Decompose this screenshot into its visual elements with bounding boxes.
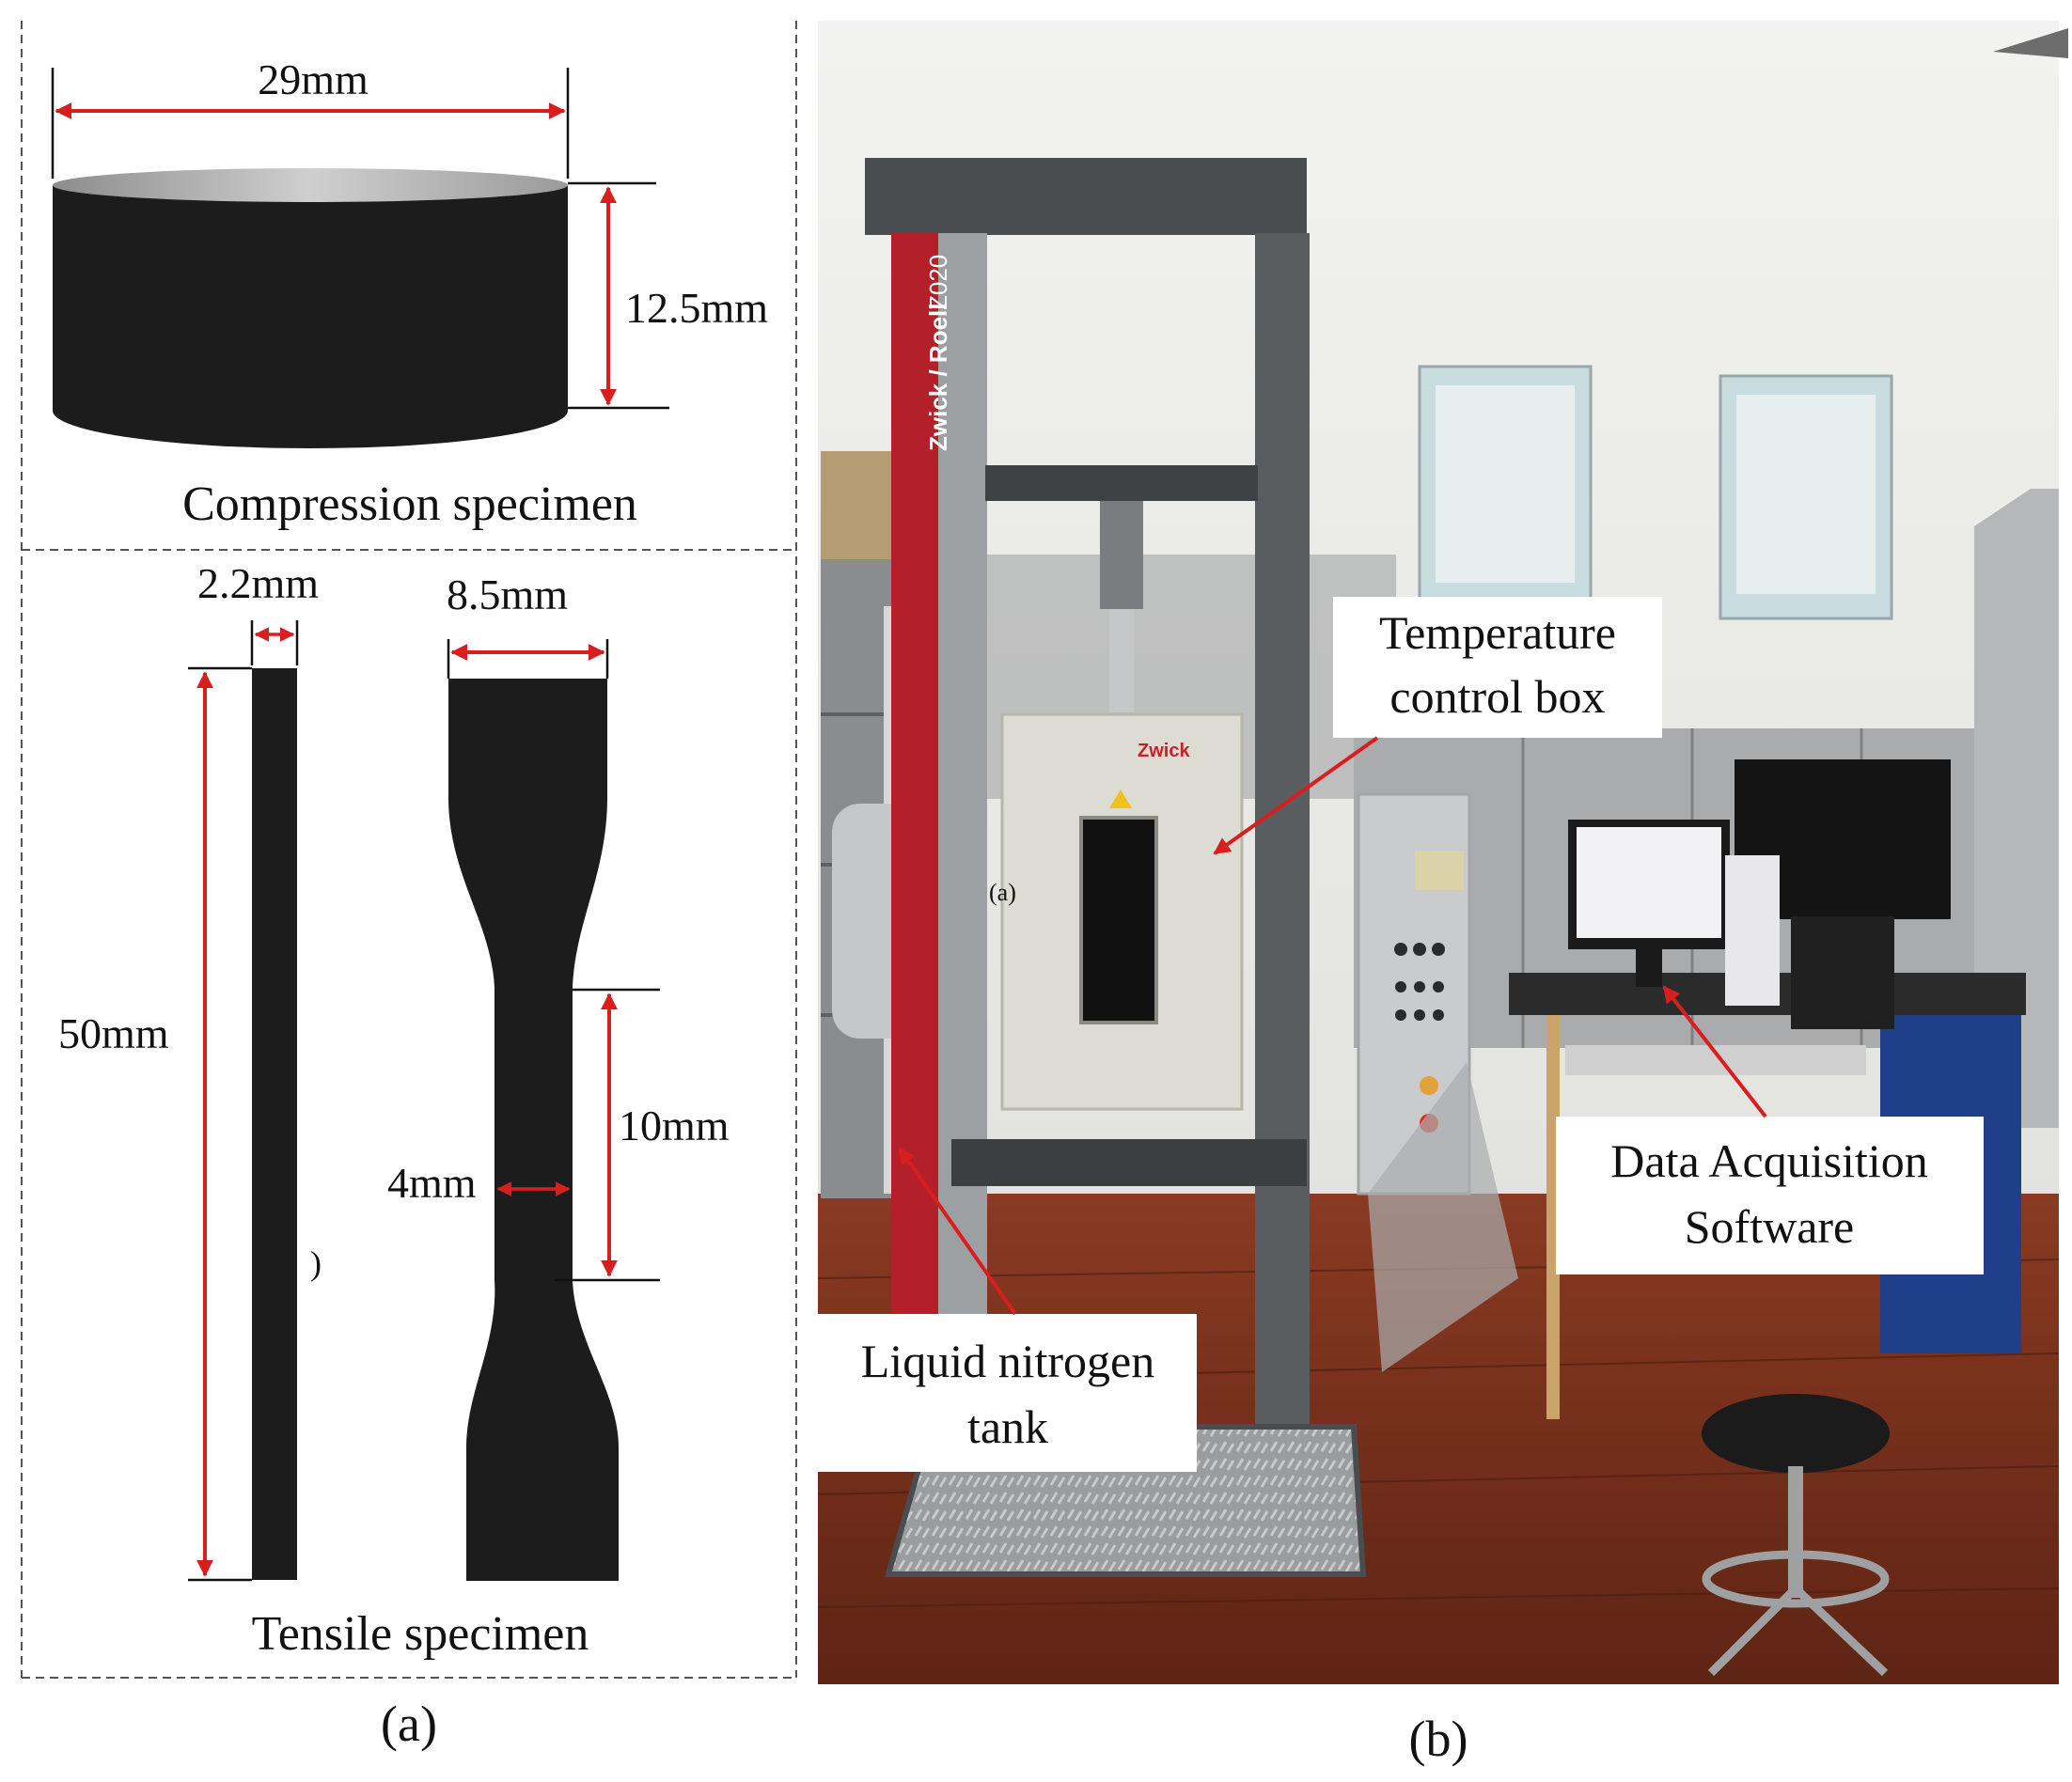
wall-poster-2 [1719,374,1893,620]
wall-poster-1 [1418,365,1593,608]
left-column-rail [938,233,987,1427]
gauge-length-label: 10mm [619,1102,730,1149]
model-text: Z020 [924,255,952,310]
pointer-temperature [1213,736,1379,855]
cardboard-box [821,451,896,559]
machine-top-crosshead [865,158,1307,235]
load-cell [1100,501,1143,609]
panel-b: Zwick / Roell Z020 Zwick (a) Temperature… [816,21,2068,1684]
lower-crosshead [951,1139,1307,1186]
diameter-label: 29mm [258,55,369,103]
stray-label: (a) [989,879,1016,906]
compression-caption: Compression specimen [182,477,637,531]
panel-a-frames [21,21,797,1679]
callout-software-line2: Software [1685,1200,1855,1253]
panel-a: 29mm 12.5mm Compression specimen 2.2mm 8… [21,21,797,1752]
side-machine [1974,489,2059,1128]
pointer-software [1662,985,1767,1118]
callout-nitrogen-tank: Liquid nitrogen tank [816,1314,1197,1472]
warning-sign [1109,789,1132,808]
tensile-caption: Tensile specimen [252,1607,589,1661]
moving-crosshead [985,465,1258,501]
machine-right-column [1255,233,1310,1427]
control-stand [1368,1062,1518,1372]
tensile-dimension-lines [188,620,660,1582]
callout-software: Data Acquisition Software [1556,1117,1984,1274]
callout-software-line1: Data Acquisition [1610,1134,1927,1187]
chamber-brand: Zwick [1138,741,1190,761]
pointer-nitrogen [898,1147,1017,1316]
monitor-stand [1636,949,1662,987]
brand-text: Zwick / Roell [924,304,952,452]
callout-temperature-line2: control box [1389,670,1605,723]
callout-temperature-box: Temperature control box [1333,597,1662,738]
length-label: 50mm [58,1009,169,1057]
height-label: 12.5mm [625,284,768,332]
pull-rod [1109,609,1134,712]
compression-dimensions [51,68,669,410]
gauge-width-label: 4mm [387,1159,477,1207]
compression-specimen [53,168,568,448]
grip-width-label: 8.5mm [447,571,568,618]
pc-tower [1791,916,1894,1029]
callout-nitrogen-line2: tank [967,1400,1048,1453]
callout-temperature-line1: Temperature [1379,606,1616,659]
callout-nitrogen-line1: Liquid nitrogen [861,1335,1154,1387]
tensile-side-view [252,668,297,1580]
tensile-dogbone [448,679,619,1581]
stray-parenthesis: ) [310,1244,322,1282]
thickness-label: 2.2mm [197,559,319,607]
stool [1702,1394,1890,1677]
panel-a-label: (a) [381,1696,437,1752]
manual-binder [1725,855,1780,1006]
ceiling-fan [1993,28,2068,58]
cylinder-bottom [53,373,568,448]
panel-b-label: (b) [1409,1711,1468,1767]
monitor-screen [1577,827,1721,938]
cylinder-top [53,168,568,202]
keyboard-tray [1565,1045,1866,1075]
desk-leg [1546,1015,1560,1419]
chamber-window [1079,816,1158,1024]
